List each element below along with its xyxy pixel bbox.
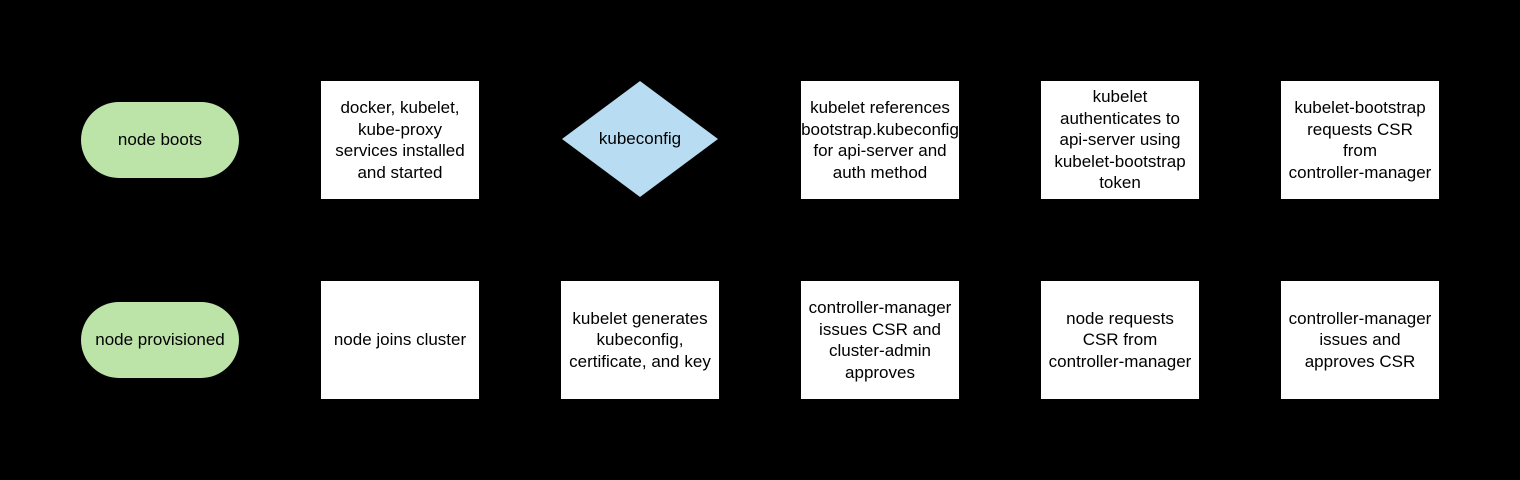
terminal-node-boots: node boots (81, 102, 239, 178)
diamond-shape (562, 81, 718, 197)
decision-kubeconfig-label: kubeconfig (598, 129, 682, 149)
process-controller-manager-issues-csr: controller-manager issues CSR and cluste… (801, 281, 959, 399)
process-kubelet-generates-kubeconfig-label: kubelet generates kubeconfig, certificat… (569, 308, 711, 371)
process-node-requests-csr: node requests CSR from controller-manage… (1041, 281, 1199, 399)
process-issues-and-approves-csr: controller-manager issues and approves C… (1281, 281, 1439, 399)
process-node-joins-cluster-label: node joins cluster (333, 330, 467, 350)
process-bootstrap-requests-csr: kubelet-bootstrap requests CSR from cont… (1281, 81, 1439, 199)
process-node-joins-cluster: node joins cluster (321, 281, 479, 399)
process-node-requests-csr-label: node requests CSR from controller-manage… (1048, 308, 1192, 371)
process-services-installed-label: docker, kubelet, kube-proxy services ins… (335, 98, 465, 182)
process-bootstrap-requests-csr-label: kubelet-bootstrap requests CSR from cont… (1288, 98, 1432, 182)
process-authenticates-to-apiserver: kubelet authenticates to api-server usin… (1041, 81, 1199, 199)
process-kubelet-generates-kubeconfig: kubelet generates kubeconfig, certificat… (561, 281, 719, 399)
process-services-installed: docker, kubelet, kube-proxy services ins… (321, 81, 479, 199)
terminal-node-provisioned-label: node provisioned (95, 330, 225, 350)
terminal-node-provisioned: node provisioned (81, 302, 239, 378)
process-references-bootstrap-kubeconfig-label: kubelet references bootstrap.kubeconfig … (801, 98, 959, 182)
process-references-bootstrap-kubeconfig: kubelet references bootstrap.kubeconfig … (801, 81, 959, 199)
decision-kubeconfig: kubeconfig (562, 81, 718, 197)
process-controller-manager-issues-csr-label: controller-manager issues CSR and cluste… (808, 298, 952, 382)
process-issues-and-approves-csr-label: controller-manager issues and approves C… (1288, 308, 1432, 371)
process-authenticates-to-apiserver-label: kubelet authenticates to api-server usin… (1054, 87, 1186, 193)
terminal-node-boots-label: node boots (117, 130, 203, 150)
